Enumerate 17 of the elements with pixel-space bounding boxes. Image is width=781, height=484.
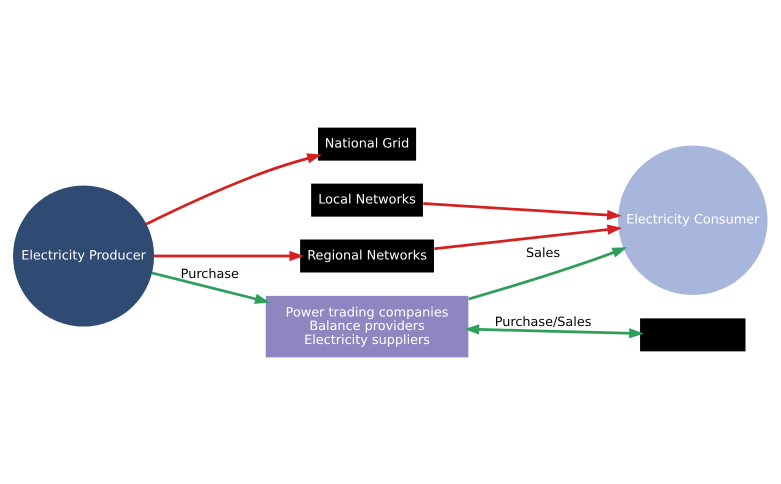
arrow — [434, 224, 622, 250]
node-box: National Grid — [318, 127, 416, 160]
node-circle: Electricity Consumer — [618, 144, 768, 295]
arrow — [423, 202, 622, 220]
arrow — [468, 246, 628, 300]
arrow — [464, 324, 644, 338]
node-box: Local Networks — [311, 183, 423, 216]
node-box — [640, 318, 746, 351]
edge-label: Purchase/Sales — [494, 314, 592, 330]
arrow — [146, 152, 322, 225]
arrow — [152, 271, 270, 304]
node-box: Power trading companies Balance providers Electricity suppliers — [266, 295, 468, 357]
node-box: Regional Networks — [300, 239, 434, 272]
arrow — [154, 250, 304, 261]
edge-label: Purchase — [180, 266, 239, 282]
edge-label: Sales — [526, 246, 560, 261]
node-circle: Electricity Producer — [13, 185, 154, 326]
